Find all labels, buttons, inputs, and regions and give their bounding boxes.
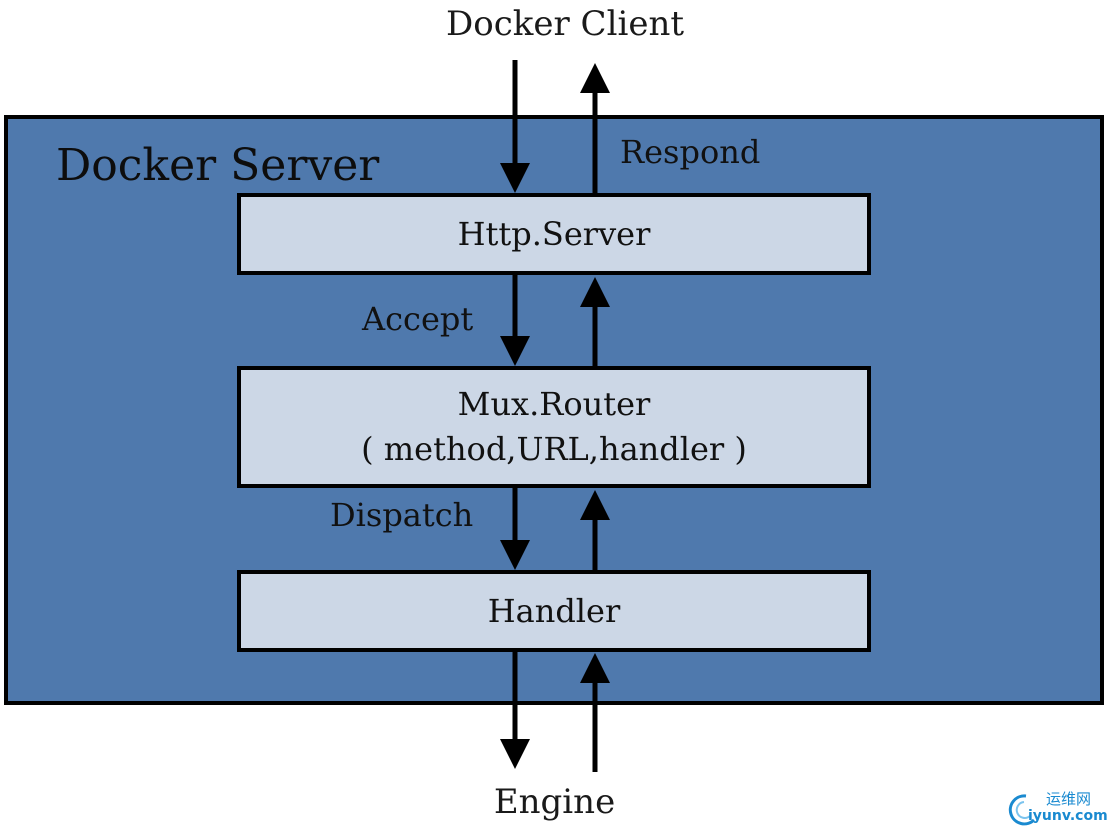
handler-label: Handler — [487, 591, 621, 630]
http-server-label: Http.Server — [457, 214, 651, 253]
docker-client-label: Docker Client — [446, 4, 684, 44]
dispatch-edge-label: Dispatch — [330, 496, 474, 534]
engine-label: Engine — [493, 782, 616, 822]
respond-edge-label: Respond — [620, 133, 761, 171]
http-server-box: Http.Server — [237, 193, 871, 275]
watermark-cn-text: 运维网 — [1046, 790, 1092, 808]
handler-box: Handler — [237, 570, 871, 652]
watermark-site-text: iyunv.com — [1028, 808, 1108, 824]
watermark-logo — [1008, 794, 1036, 826]
docker-server-title: Docker Server — [56, 140, 380, 191]
mux-router-box: Mux.Router ( method,URL,handler ) — [237, 366, 871, 488]
mux-router-signature: ( method,URL,handler ) — [361, 430, 747, 468]
accept-edge-label: Accept — [362, 300, 474, 338]
mux-router-label: Mux.Router — [457, 385, 651, 424]
